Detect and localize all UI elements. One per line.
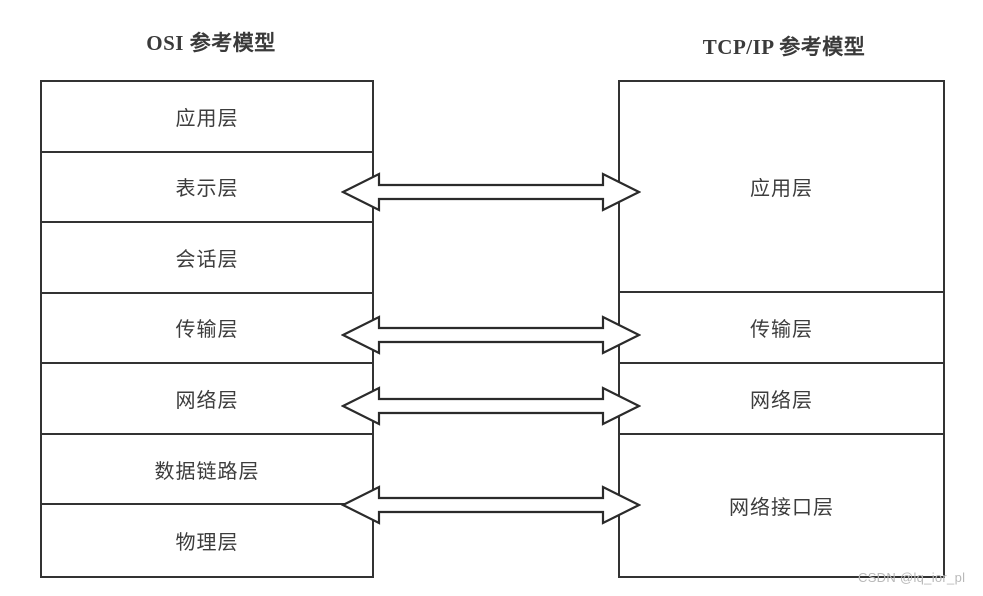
tcpip-layer-transport: 传输层 bbox=[620, 293, 943, 364]
tcpip-layer-stack: 应用层 传输层 网络层 网络接口层 bbox=[618, 80, 945, 578]
osi-layer-physical: 物理层 bbox=[42, 505, 372, 576]
osi-layer-data-link: 数据链路层 bbox=[42, 434, 372, 506]
osi-layer-stack: 应用层 表示层 会话层 传输层 网络层 数据链路层 物理层 bbox=[40, 80, 374, 578]
osi-layer-presentation: 表示层 bbox=[42, 152, 372, 224]
osi-model-title: OSI 参考模型 bbox=[146, 31, 276, 55]
network-mapping-arrow-icon bbox=[341, 383, 641, 429]
tcpip-layer-network-interface: 网络接口层 bbox=[620, 435, 943, 576]
link-mapping-arrow-icon bbox=[341, 482, 641, 528]
tcpip-layer-application: 应用层 bbox=[620, 82, 943, 293]
osi-layer-application: 应用层 bbox=[42, 82, 372, 153]
tcpip-model-title: TCP/IP 参考模型 bbox=[702, 35, 866, 59]
application-mapping-arrow-icon bbox=[341, 169, 641, 215]
osi-layer-network: 网络层 bbox=[42, 364, 372, 435]
osi-layer-transport: 传输层 bbox=[42, 293, 372, 365]
tcpip-layer-network: 网络层 bbox=[620, 364, 943, 435]
watermark-text: CSDN @lq_ior_pl bbox=[858, 570, 966, 585]
osi-layer-session: 会话层 bbox=[42, 223, 372, 294]
transport-mapping-arrow-icon bbox=[341, 312, 641, 358]
